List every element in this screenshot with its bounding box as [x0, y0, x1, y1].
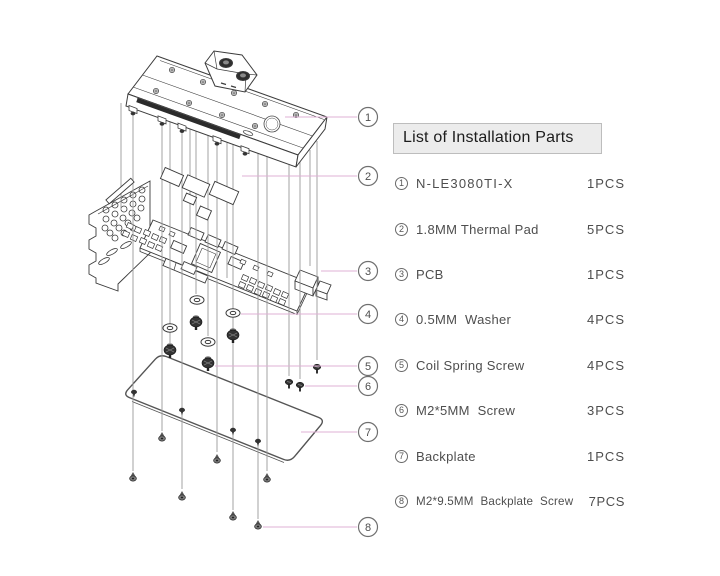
pcb-drawing: [88, 180, 332, 316]
item-name: M2*5MM Screw: [416, 403, 516, 419]
item-number-badge: 8: [395, 494, 408, 508]
thermal-pads: [105, 166, 240, 221]
parts-list-title: List of Installation Parts: [393, 123, 602, 154]
block-edge-strip: [136, 97, 241, 140]
item-name: Coil Spring Screw: [416, 357, 525, 373]
item-quantity: 1PCS: [587, 176, 625, 192]
item-number-badge: 4: [395, 313, 408, 327]
parts-list-row: 3 PCB 1PCS: [395, 252, 625, 297]
svg-text:5: 5: [365, 361, 371, 373]
parts-list-row: 2 1.8MM Thermal Pad 5PCS: [395, 206, 625, 251]
item-number-badge: 7: [395, 449, 408, 463]
item-quantity: 4PCS: [587, 357, 625, 373]
parts-list-row: 8 M2*9.5MM Backplate Screw 7PCS: [395, 479, 625, 524]
item-name: 0.5MM Washer: [416, 312, 512, 328]
item-name: M2*9.5MM Backplate Screw: [416, 494, 574, 508]
svg-text:6: 6: [365, 381, 371, 393]
item-name: PCB: [416, 266, 444, 282]
item-quantity: 1PCS: [587, 266, 625, 282]
callout-6: 6: [357, 375, 379, 397]
item-quantity: 7PCS: [588, 493, 625, 509]
terminal-block: [204, 50, 258, 93]
pcb-right-connector: [294, 269, 332, 301]
item-number-badge: 5: [395, 358, 408, 372]
callout-badges: 1 2 3 4 5 6 7 8: [357, 106, 379, 538]
callout-1: 1: [357, 106, 379, 128]
backplate-screws: [129, 432, 271, 530]
svg-text:1: 1: [365, 112, 371, 124]
gpu-die: [190, 242, 222, 274]
item-name: Backplate: [416, 448, 476, 464]
svg-text:7: 7: [365, 427, 371, 439]
svg-text:3: 3: [365, 266, 371, 278]
item-name: 1.8MM Thermal Pad: [416, 221, 539, 237]
block-screw-holes: [152, 67, 299, 136]
io-bracket: [88, 180, 151, 292]
item-number-badge: 3: [395, 267, 408, 281]
backplate-edge-screws: [131, 389, 261, 447]
block-standoffs: [128, 104, 250, 156]
item-quantity: 1PCS: [587, 448, 625, 464]
m2-screws: [284, 363, 322, 392]
backplate-drawing: [125, 355, 324, 463]
callout-5: 5: [357, 355, 379, 377]
item-quantity: 3PCS: [587, 403, 625, 419]
leader-lines: [215, 116, 357, 528]
svg-text:2: 2: [365, 171, 371, 183]
coil-spring-screws: [163, 315, 240, 371]
exploded-view-diagram: 1 2 3 4 5 6 7 8: [88, 50, 379, 538]
callout-2: 2: [357, 165, 379, 187]
parts-list-row: 6 M2*5MM Screw 3PCS: [395, 388, 625, 433]
item-number-badge: 1: [395, 177, 408, 191]
item-quantity: 4PCS: [587, 312, 625, 328]
item-quantity: 5PCS: [587, 221, 625, 237]
svg-text:4: 4: [365, 309, 371, 321]
water-block-drawing: [125, 50, 328, 168]
callout-4: 4: [357, 303, 379, 325]
parts-list-row: 1 N-LE3080TI-X 1PCS: [395, 161, 625, 206]
item-name: N-LE3080TI-X: [416, 176, 514, 192]
callout-8: 8: [357, 516, 379, 538]
parts-list-row: 4 0.5MM Washer 4PCS: [395, 297, 625, 342]
item-number-badge: 2: [395, 222, 408, 236]
svg-text:8: 8: [365, 522, 371, 534]
item-number-badge: 6: [395, 404, 408, 418]
parts-list-row: 7 Backplate 1PCS: [395, 433, 625, 478]
washers: [162, 295, 241, 347]
callout-7: 7: [357, 421, 379, 443]
callout-3: 3: [357, 260, 379, 282]
parts-list: 1 N-LE3080TI-X 1PCS 2 1.8MM Thermal Pad …: [395, 161, 625, 524]
parts-list-row: 5 Coil Spring Screw 4PCS: [395, 343, 625, 388]
